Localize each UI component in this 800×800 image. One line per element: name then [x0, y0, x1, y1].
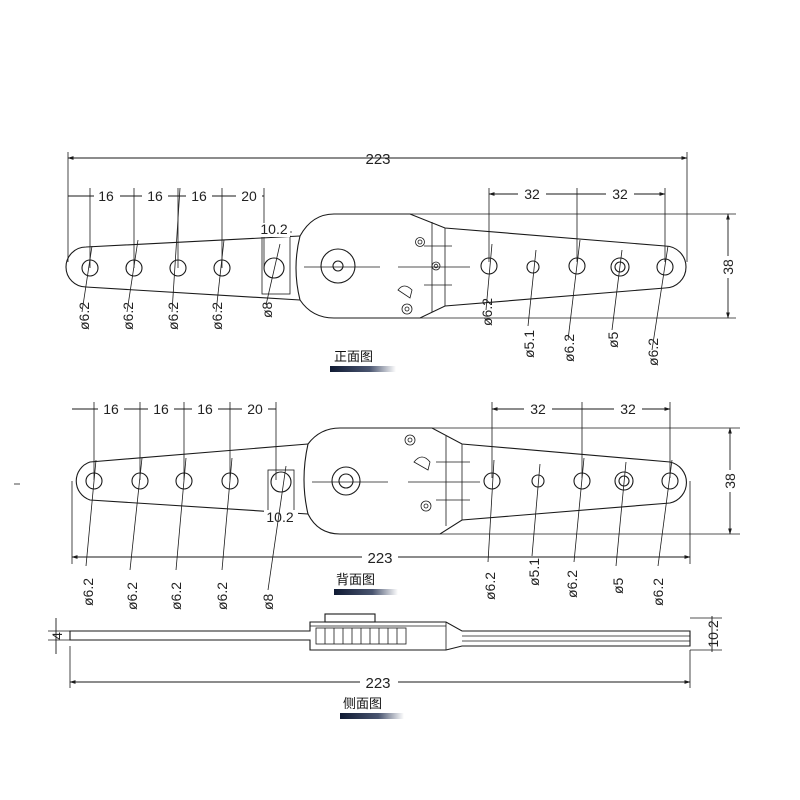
back-left-spacings: 16 16 16 20	[72, 400, 277, 480]
front-spacing-1: 16	[98, 188, 114, 204]
back-spacing-6: 32	[620, 401, 636, 417]
front-hole-label: ø6.2	[120, 302, 136, 330]
side-view: 4 10.2 223 侧面图	[48, 613, 722, 719]
front-hole-label: ø6.2	[479, 298, 495, 326]
front-spacing-6: 32	[612, 186, 628, 202]
front-leaders	[81, 187, 669, 351]
front-hole	[568, 257, 586, 275]
back-hole-label: ø6.2	[214, 582, 230, 610]
front-holes	[81, 257, 674, 279]
front-hole-label: ø5	[605, 331, 621, 348]
front-hole	[526, 260, 540, 274]
back-spacing-2: 16	[153, 401, 169, 417]
front-hole	[169, 259, 187, 277]
front-width-dimension: 38	[410, 213, 738, 319]
front-hole	[656, 258, 674, 276]
back-width-label: 38	[722, 473, 738, 489]
back-hole-label: ø6.2	[482, 572, 498, 600]
side-total-dimension: 223	[69, 646, 691, 692]
back-hole-label: ø6.2	[80, 578, 96, 606]
front-left-spacings: 16 16 16 20	[68, 186, 265, 268]
front-total-dimension: 223	[67, 151, 688, 262]
side-height-label: 10.2	[705, 620, 721, 647]
back-hole-label: ø5	[610, 577, 626, 594]
back-hole-label: ø6.2	[650, 578, 666, 606]
front-spacing-2: 16	[147, 188, 163, 204]
back-right-spacings: 32 32	[491, 400, 671, 478]
front-hole-label: ø6.2	[76, 302, 92, 330]
front-spacing-3: 16	[191, 188, 207, 204]
front-spacing-5: 32	[524, 186, 540, 202]
front-hole-label: ø5.1	[521, 330, 537, 358]
back-hole	[175, 472, 193, 490]
back-caption-bar	[334, 589, 398, 595]
side-caption-bar	[340, 713, 404, 719]
side-caption: 侧面图	[343, 697, 382, 712]
front-hole	[610, 257, 630, 277]
front-spacing-4: 20	[241, 188, 257, 204]
back-hole-label: ø6.2	[168, 582, 184, 610]
back-hole-label: ø8	[260, 593, 276, 610]
side-height-dimension: 10.2	[690, 616, 722, 652]
back-hole	[614, 471, 634, 491]
back-total-label: 223	[367, 550, 392, 567]
back-hole	[221, 472, 239, 490]
front-hole-label: ø6.2	[645, 338, 661, 366]
back-holes	[85, 471, 679, 493]
back-hole-label: ø6.2	[564, 570, 580, 598]
front-total-label: 223	[365, 151, 390, 168]
front-left-arm	[65, 235, 301, 301]
back-spacing-5: 32	[530, 401, 546, 417]
back-hole	[573, 472, 591, 490]
back-hole-label: ø6.2	[124, 582, 140, 610]
back-spacing-3: 16	[197, 401, 213, 417]
front-hole	[263, 257, 285, 279]
back-leaders	[85, 457, 673, 591]
back-slot: 10.2	[264, 469, 298, 525]
back-spacing-1: 16	[103, 401, 119, 417]
side-total-label: 223	[365, 675, 390, 692]
side-plate	[69, 621, 691, 651]
front-hole	[125, 259, 143, 277]
back-width-dimension: 38	[432, 427, 740, 535]
front-hole-label: ø8	[259, 301, 275, 318]
back-hole-label: ø5.1	[526, 558, 542, 586]
back-caption: 背面图	[336, 573, 375, 588]
back-total-dimension: 223	[71, 481, 691, 567]
front-hole-label: ø6.2	[209, 302, 225, 330]
front-right-spacings: 32 32	[488, 185, 666, 262]
back-hole	[85, 472, 103, 490]
back-spacing-4: 20	[247, 401, 263, 417]
front-caption-bar	[330, 366, 396, 372]
side-hub-cap	[324, 613, 376, 623]
side-thickness-dimension: 4	[48, 618, 70, 654]
back-view: 16 16 16 20 32 32 38	[71, 400, 740, 610]
front-slot: 10.2	[256, 221, 292, 295]
front-view: 223 16 16 16 20 32 3	[65, 151, 738, 372]
back-left-arm	[75, 443, 309, 515]
back-hole	[270, 471, 292, 493]
back-slot-label: 10.2	[266, 509, 293, 525]
front-center-hub-circle	[320, 248, 356, 284]
side-spline	[315, 627, 407, 645]
front-slot-label: 10.2	[260, 221, 287, 237]
front-hole-label: ø6.2	[165, 302, 181, 330]
front-hole-label: ø6.2	[561, 334, 577, 362]
side-thickness-label: 4	[49, 632, 65, 640]
back-hub	[303, 427, 687, 535]
front-width-label: 38	[720, 259, 736, 275]
back-center-hub-circle	[331, 466, 361, 496]
front-hub	[295, 213, 687, 319]
front-caption: 正面图	[334, 350, 373, 365]
